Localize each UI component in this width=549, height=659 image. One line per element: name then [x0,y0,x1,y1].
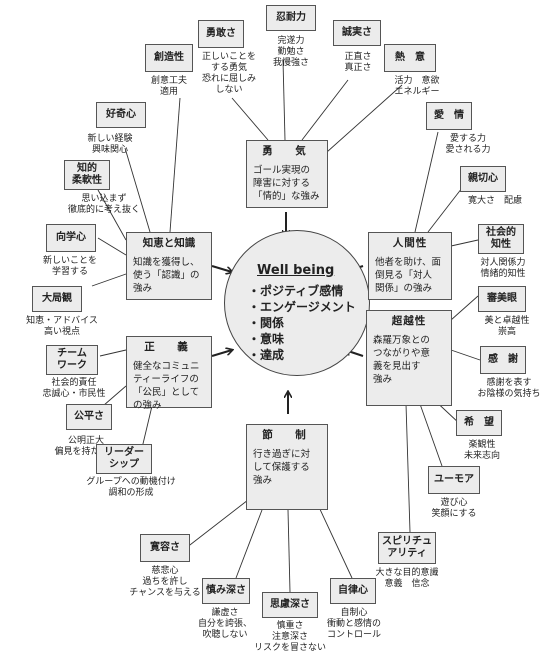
virtue-justice: 正 義 健全なコミュニ ティーライフの 「公民」として の強み [126,336,212,411]
strength-leadership-desc: グループへの動機付け 調和の形成 [86,477,176,498]
well-being-list: ・ポジティブ感情 ・エンゲージメント ・関係 ・意味 ・達成 [248,283,356,363]
strength-modesty: 慎み深さ [202,578,250,604]
virtue-title: 知恵と知識 [142,237,196,249]
strength-perspective-desc: 知恵・アドバイス 高い視点 [26,316,98,337]
strength-self-regulation-desc: 自制心 衝動と感情の コントロール [326,608,381,640]
strength-modesty-desc: 謙虚さ 自分を誇張、 吹聴しない [197,608,252,640]
well-being-item: ・エンゲージメント [248,300,356,314]
strength-social-iq-desc: 対人関係力 情緒的知性 [480,258,526,279]
strength-gratitude-desc: 感謝を表す お陰様の気持ち [477,378,541,399]
strength-perspective: 大局観 [32,286,82,312]
strength-social-iq: 社会的 知性 [478,224,524,254]
strength-love-learning: 向学心 [46,224,96,252]
virtue-desc: 健全なコミュニ ティーライフの 「公民」として の強み [133,361,200,411]
virtue-title: 勇 気 [262,145,312,157]
strength-prudence: 思慮深さ [262,592,318,618]
strength-teamwork: チーム ワーク [46,345,98,375]
strength-prudence-desc: 慎重さ 注意深さ リスクを冒さない [253,621,326,653]
strength-perseverance: 忍耐力 [266,5,316,31]
virtue-transcendence: 超越性 森羅万象との つながりや意 義を見出す 強み [366,310,452,406]
virtue-title: 人間性 [392,237,428,249]
strength-beauty: 審美眼 [478,286,526,312]
strength-beauty-desc: 美と卓越性 崇高 [484,316,530,337]
well-being-title: Well being [257,263,335,278]
strength-creativity: 創造性 [145,44,193,72]
virtue-title: 正 義 [144,341,194,353]
strength-gratitude: 感 謝 [480,346,526,374]
strength-hope: 希 望 [456,410,502,436]
strength-love: 愛 情 [426,102,472,130]
strength-kindness: 親切心 [460,166,506,192]
strength-love-learning-desc: 新しいことを 学習する [42,256,97,277]
strength-self-regulation: 自律心 [330,578,376,604]
well-being-item: ・達成 [248,348,285,362]
strength-honesty-desc: 正直さ 真正さ [344,52,372,73]
strength-forgiveness-desc: 慈悲心 過ちを許し チャンスを与える [129,566,201,598]
strength-curiosity: 好奇心 [96,102,146,128]
virtue-title: 超越性 [391,315,427,327]
virtue-desc: 行き過ぎに対 して保護する 強み [253,449,311,486]
well-being-item: ・意味 [248,332,285,346]
virtue-desc: 他者を助け、面 倒見る「対人 関係」の強み [375,257,442,294]
strength-kindness-desc: 寛大さ 配慮 [467,196,522,206]
virtue-desc: ゴール実現の 障害に対する 「情的」な強み [253,165,320,202]
strength-curiosity-desc: 新しい経験 興味関心 [87,134,133,155]
strength-fairness-desc: 公明正大 偏見を持たない [54,436,118,457]
virtue-title: 節 制 [262,429,312,441]
virtue-wisdom: 知恵と知識 知識を獲得し、 使う「認識」の 強み [126,232,212,300]
virtue-courage: 勇 気 ゴール実現の 障害に対する 「情的」な強み [246,140,328,208]
strength-leadership: リーダー シップ [96,444,152,474]
virtue-desc: 知識を獲得し、 使う「認識」の 強み [133,257,200,294]
virtue-humanity: 人間性 他者を助け、面 倒見る「対人 関係」の強み [368,232,452,300]
strength-creativity-desc: 創意工夫 適用 [150,76,187,97]
strength-open-mind: 知的 柔軟性 [64,160,110,190]
strength-teamwork-desc: 社会的責任 忠誠心・市民性 [42,378,106,399]
virtue-temperance: 節 制 行き過ぎに対 して保護する 強み [246,424,328,510]
strength-bravery-desc: 正しいことを する勇気 恐れに屈しみ しない [201,52,256,95]
well-being-item: ・関係 [248,316,285,330]
virtue-desc: 森羅万象との つながりや意 義を見出す 強み [373,335,431,385]
strength-bravery: 勇敢さ [198,20,244,48]
strength-open-mind-desc: 思い込まず 徹底的に考え抜く [67,194,140,215]
strength-honesty: 誠実さ [333,20,381,46]
strength-humor-desc: 遊び心 笑顔にする [431,498,477,519]
strength-spirituality-desc: 大きな目的意識 意義 信念 [375,568,439,589]
strength-spirituality: スピリチュ アリティ [378,532,436,564]
strength-zest: 熱 意 [384,44,436,72]
strength-hope-desc: 楽観性 未来志向 [463,440,500,461]
strength-zest-desc: 活力 意欲 エネルギー [394,76,440,97]
well-being-item: ・ポジティブ感情 [248,284,344,298]
strength-perseverance-desc: 完遂力 勤勉さ 我慢強さ [272,36,309,68]
strength-forgiveness: 寛容さ [140,534,190,562]
strength-humor: ユーモア [428,466,480,494]
well-being-circle [224,230,370,376]
strength-fairness: 公平さ [66,404,112,430]
strength-love-desc: 愛する力 愛される力 [445,134,491,155]
